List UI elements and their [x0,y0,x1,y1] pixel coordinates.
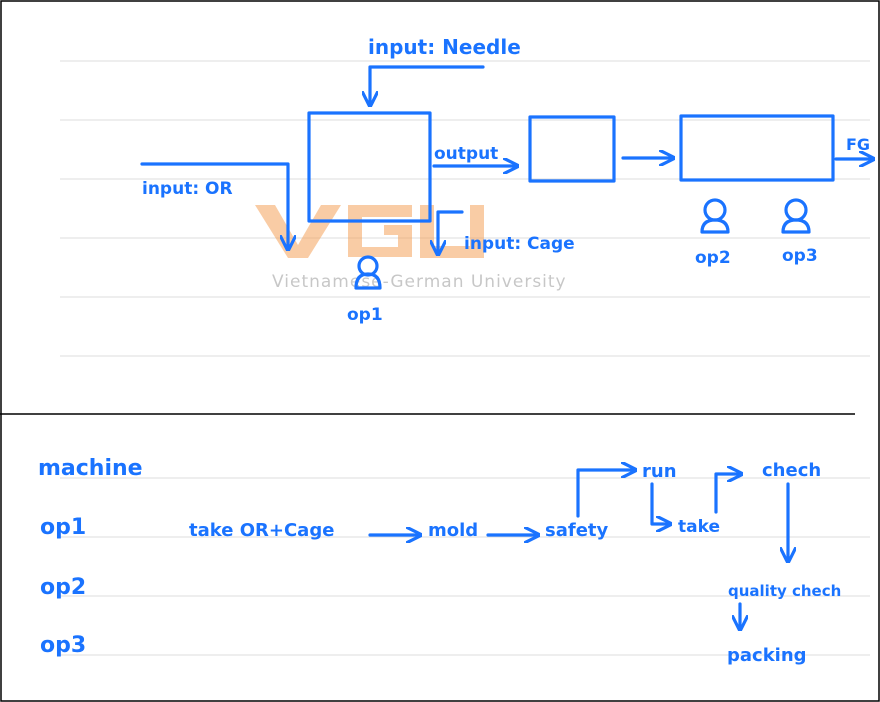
vgu-logo [255,205,484,258]
station-3-box [679,114,835,182]
flow-diagram: input: Needle input: OR input: Cage outp… [140,35,872,325]
output-label: output [434,144,498,164]
fg-label: FG [846,135,870,154]
cage-input-arrow [438,210,464,253]
lane-label-machine: machine [38,456,143,481]
step-quality-check: quality chech [728,582,841,600]
step-take: take [678,517,720,537]
arrow-run-to-take [650,482,669,524]
operator-2-label: op2 [695,248,731,268]
swimlane-diagram: machine op1 op2 op3 take OR+Cage mold sa… [38,456,841,666]
lane-label-op2: op2 [40,575,86,600]
arrow-take-to-check [714,474,740,514]
step-packing: packing [727,645,807,666]
ruled-lines [60,60,870,656]
arrow-safety-to-run [576,470,634,518]
operator-1-icon [354,255,382,290]
station-1-box [307,111,432,223]
operator-3-label: op3 [782,246,818,266]
lane-label-op1: op1 [40,515,86,540]
input-or-label: input: OR [142,179,233,199]
operator-2-icon [700,198,730,234]
needle-input-arrow [370,65,485,104]
step-safety: safety [545,520,609,541]
watermark-tagline: Vietnamese-German University [272,272,567,292]
operator-3-icon [781,198,811,234]
vgu-watermark: Vietnamese-German University [255,205,567,292]
step-check: chech [762,460,821,481]
or-input-arrow [140,162,288,248]
step-take-or-cage: take OR+Cage [189,520,334,541]
lane-label-op3: op3 [40,633,86,658]
step-run: run [642,461,677,482]
operator-1-label: op1 [347,305,383,325]
input-cage-label: input: Cage [464,234,575,254]
station-2-box [528,115,616,183]
input-needle-label: input: Needle [368,35,521,59]
step-mold: mold [428,520,478,541]
